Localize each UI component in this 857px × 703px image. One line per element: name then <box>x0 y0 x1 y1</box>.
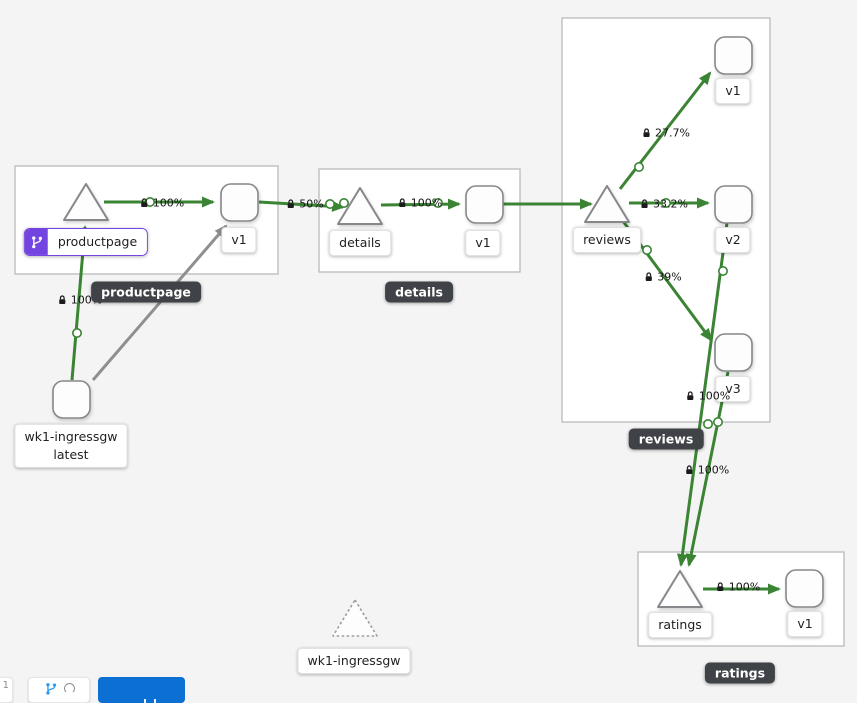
mtls-lock-icon <box>398 198 407 209</box>
node-label-productpage[interactable]: productpage <box>23 227 149 257</box>
mtls-lock-icon <box>286 199 295 210</box>
node-label-reviews[interactable]: reviews <box>573 226 641 254</box>
node-idle-ingressgw-service[interactable] <box>332 599 378 637</box>
mtls-lock-icon <box>685 465 694 476</box>
node-label-ingressgw[interactable]: wk1-ingressgw latest <box>14 423 128 469</box>
partial-glyph <box>63 683 75 694</box>
traffic-dot <box>660 198 671 209</box>
node-reviews-v1[interactable] <box>714 36 753 75</box>
edge-percentage: 50% <box>299 197 324 211</box>
footer-apps-chip[interactable] <box>28 677 90 703</box>
node-ratings-v1[interactable] <box>785 569 824 608</box>
traffic-dot <box>338 198 349 209</box>
node-label-text: productpage <box>47 228 148 256</box>
clipped-text-mark <box>144 699 146 703</box>
edge-details-svc-to-v1[interactable] <box>380 198 461 210</box>
node-label-rv-v1[interactable]: v1 <box>715 77 751 105</box>
edge-label[interactable]: 50% <box>286 197 324 211</box>
node-label-rt-v1[interactable]: v1 <box>787 610 823 638</box>
edge-label[interactable]: 33.2% <box>640 198 688 211</box>
edge-label[interactable]: 100% <box>716 581 760 594</box>
traffic-dot <box>432 198 443 209</box>
edge-percentage: 100% <box>728 580 761 594</box>
node-ratings-service[interactable] <box>657 570 703 608</box>
edge-percentage: 27.7% <box>655 126 690 140</box>
fragment-count: 1 <box>2 680 9 691</box>
node-reviews-service[interactable] <box>584 185 630 223</box>
traffic-dot <box>717 265 728 276</box>
edge-rv-v2-to-ratings[interactable] <box>677 222 729 567</box>
node-label-idle-ingressgw[interactable]: wk1-ingressgw <box>297 647 411 675</box>
traffic-dot <box>641 245 652 256</box>
node-reviews-v3[interactable] <box>714 333 753 372</box>
primary-action-button[interactable] <box>98 677 185 703</box>
node-productpage-service[interactable] <box>63 183 109 221</box>
edge-label[interactable]: 27.7% <box>642 127 690 140</box>
group-badge-productpage[interactable]: productpage <box>91 281 201 303</box>
edge-percentage: 100% <box>152 196 185 210</box>
mtls-lock-icon <box>140 198 149 209</box>
edge-label[interactable]: 100% <box>398 197 442 210</box>
clipped-text-mark <box>154 699 156 703</box>
mtls-lock-icon <box>644 272 653 283</box>
edge-label[interactable]: 100% <box>685 464 729 477</box>
node-details-v1[interactable] <box>465 185 504 224</box>
mtls-lock-icon <box>686 391 695 402</box>
mtls-lock-icon <box>716 582 725 593</box>
edge-ingress-to-pp-v1[interactable] <box>91 224 228 381</box>
node-details-service[interactable] <box>337 187 383 225</box>
node-label-rv-v3[interactable]: v3 <box>715 375 751 403</box>
edge-percentage: 39% <box>657 270 682 284</box>
node-label-rv-v2[interactable]: v2 <box>715 226 751 254</box>
mtls-lock-icon <box>58 295 67 306</box>
edge-percentage: 100% <box>410 196 443 210</box>
node-label-details-v1[interactable]: v1 <box>465 229 501 257</box>
traffic-dot <box>702 418 713 429</box>
edge-percentage: 33.2% <box>653 197 688 211</box>
node-label-ratings[interactable]: ratings <box>648 611 712 639</box>
traffic-dot <box>72 327 83 338</box>
traffic-dot <box>633 162 644 173</box>
edge-label[interactable]: 100% <box>140 197 184 210</box>
node-label-pp-v1[interactable]: v1 <box>221 226 257 254</box>
node-reviews-v2[interactable] <box>714 185 753 224</box>
edge-rv-v3-to-ratings[interactable] <box>685 371 730 567</box>
edge-label[interactable]: 100% <box>686 390 730 403</box>
traffic-dot <box>712 416 723 427</box>
group-badge-details[interactable]: details <box>385 281 453 303</box>
edge-label[interactable]: 39% <box>644 270 682 284</box>
footer-count-fragment[interactable]: 1 <box>0 677 13 703</box>
node-label-details[interactable]: details <box>329 229 391 257</box>
group-badge-ratings[interactable]: ratings <box>704 662 776 684</box>
edge-percentage: 100% <box>697 463 730 477</box>
traffic-dot <box>324 199 335 210</box>
edge-percentage: 100% <box>698 389 731 403</box>
code-branch-icon <box>24 228 48 256</box>
node-productpage-v1[interactable] <box>220 183 259 222</box>
mtls-lock-icon <box>640 199 649 210</box>
mtls-lock-icon <box>642 128 651 139</box>
group-badge-reviews[interactable]: reviews <box>628 428 704 450</box>
node-ingressgw-workload[interactable] <box>52 380 91 419</box>
